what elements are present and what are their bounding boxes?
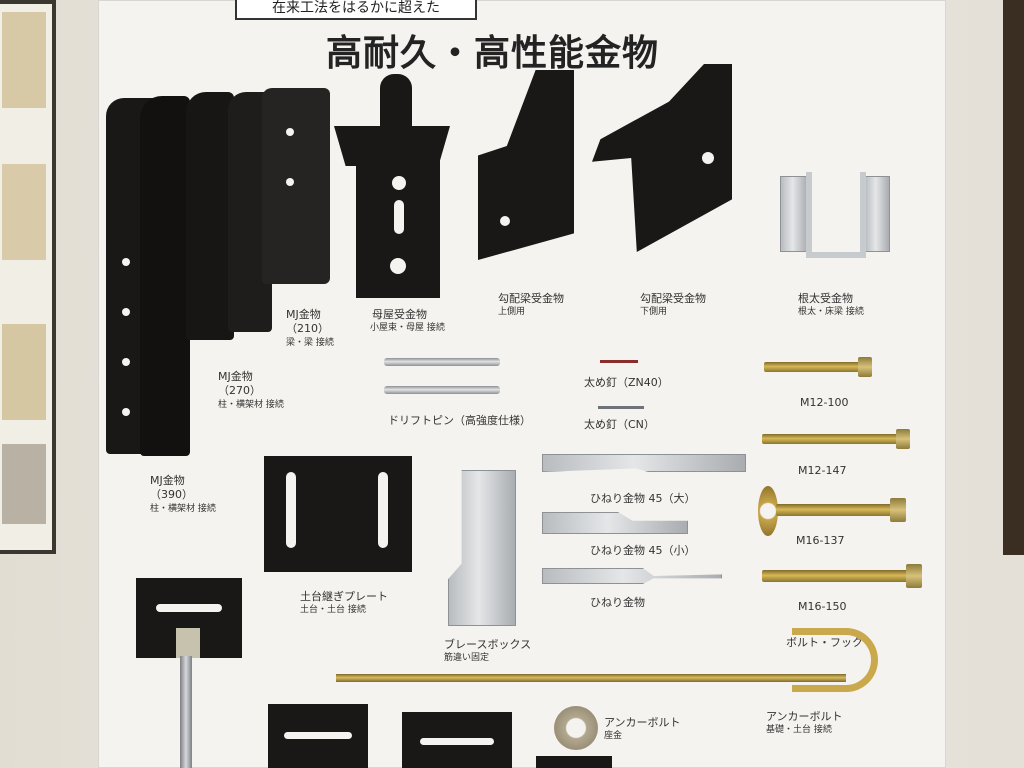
nail-cn bbox=[598, 406, 644, 409]
bolt-m16-137-label: M16-137 bbox=[796, 534, 845, 547]
washer-use: 座金 bbox=[604, 731, 623, 741]
purlin-support bbox=[356, 160, 440, 298]
poster-photo-3 bbox=[2, 324, 46, 420]
bolt-m16-137-washer bbox=[758, 486, 778, 536]
mj-390-size: （390） bbox=[150, 488, 193, 501]
mj-390-use: 柱・横架材 接続 bbox=[150, 504, 216, 514]
bolt-m12-100-nut bbox=[858, 357, 872, 377]
twist-45-small-label: ひねり金物 45（小） bbox=[590, 544, 696, 557]
mj-210-use: 梁・梁 接続 bbox=[286, 338, 334, 348]
twist-strap-45-large bbox=[542, 454, 746, 472]
sloped-upper-use: 上側用 bbox=[498, 307, 526, 317]
anchor-bolt-hook bbox=[792, 628, 878, 692]
sloped-upper-label: 勾配梁受金物 bbox=[498, 292, 564, 305]
top-strip: 在来工法をはるかに超えた bbox=[235, 0, 477, 20]
post-base-nut bbox=[176, 628, 200, 658]
purlin-use: 小屋束・母屋 接続 bbox=[370, 323, 445, 333]
twist-strap-label: ひねり金物 bbox=[590, 596, 645, 609]
mj-270-size: （270） bbox=[218, 384, 261, 397]
bolt-m12-100 bbox=[764, 362, 868, 372]
brace-box-label: ブレースボックス bbox=[444, 638, 532, 651]
brace-box-use: 筋違い固定 bbox=[444, 653, 490, 663]
bolt-m16-137 bbox=[776, 504, 896, 516]
joist-hanger-left bbox=[780, 176, 808, 252]
bottom-plate-3 bbox=[536, 756, 612, 768]
anchor-washer bbox=[554, 706, 598, 750]
mj-270-label: MJ金物 bbox=[218, 370, 253, 383]
mj-390-side bbox=[140, 96, 190, 456]
sill-plate-use: 土台・土台 接続 bbox=[300, 605, 366, 615]
purlin-top-plate bbox=[334, 126, 450, 166]
mj-390-label: MJ金物 bbox=[150, 474, 185, 487]
washer-label: アンカーボルト bbox=[604, 716, 681, 729]
right-frame bbox=[1003, 0, 1024, 555]
joist-label: 根太受金物 bbox=[798, 292, 853, 305]
anchor-bolt-label: アンカーボルト bbox=[766, 710, 843, 723]
bottom-plate-1 bbox=[268, 704, 368, 768]
joist-hanger-stirrup bbox=[806, 172, 866, 258]
bolt-m12-100-label: M12-100 bbox=[800, 396, 849, 409]
bolt-m12-147-nut bbox=[896, 429, 910, 449]
drift-pin-label: ドリフトピン（高強度仕様） bbox=[388, 414, 531, 427]
mj-210-size: （210） bbox=[286, 322, 329, 335]
poster-photo-1 bbox=[2, 12, 46, 108]
bolt-m16-150 bbox=[762, 570, 912, 582]
anchor-bolt-rod bbox=[336, 674, 846, 682]
sloped-lower-use: 下側用 bbox=[640, 307, 668, 317]
board-title: 高耐久・高性能金物 bbox=[326, 33, 660, 74]
nail-zn40-label: 太め釘（ZN40） bbox=[584, 376, 669, 389]
sill-joint-plate bbox=[264, 456, 412, 572]
drift-pin-2 bbox=[384, 386, 500, 394]
post-base-rod bbox=[180, 656, 192, 768]
bolt-m16-150-label: M16-150 bbox=[798, 600, 847, 613]
nail-zn40 bbox=[600, 360, 638, 363]
joist-hanger-right bbox=[864, 176, 890, 252]
twist-45-large-label: ひねり金物 45（大） bbox=[590, 492, 696, 505]
sill-plate-label: 土台継ぎプレート bbox=[300, 590, 388, 603]
sloped-lower-label: 勾配梁受金物 bbox=[640, 292, 706, 305]
bolt-m16-150-nut bbox=[906, 564, 922, 588]
mj-210-bracket bbox=[262, 88, 330, 284]
left-poster bbox=[0, 0, 56, 554]
mj-270-bracket bbox=[186, 92, 234, 340]
bottom-plate-2 bbox=[402, 712, 512, 768]
anchor-bolt-use: 基礎・土台 接続 bbox=[766, 725, 832, 735]
purlin-label: 母屋受金物 bbox=[372, 308, 427, 321]
bolt-m16-137-nut bbox=[890, 498, 906, 522]
nail-cn-label: 太め釘（CN） bbox=[584, 418, 655, 431]
drift-pin-1 bbox=[384, 358, 500, 366]
poster-photo-4 bbox=[2, 444, 46, 524]
mj-210-label: MJ金物 bbox=[286, 308, 321, 321]
joist-use: 根太・床梁 接続 bbox=[798, 307, 864, 317]
purlin-post bbox=[380, 74, 412, 130]
poster-photo-2 bbox=[2, 164, 46, 260]
mj-270-use: 柱・横架材 接続 bbox=[218, 400, 284, 410]
bolt-m12-147-label: M12-147 bbox=[798, 464, 847, 477]
bolt-m12-147 bbox=[762, 434, 902, 444]
